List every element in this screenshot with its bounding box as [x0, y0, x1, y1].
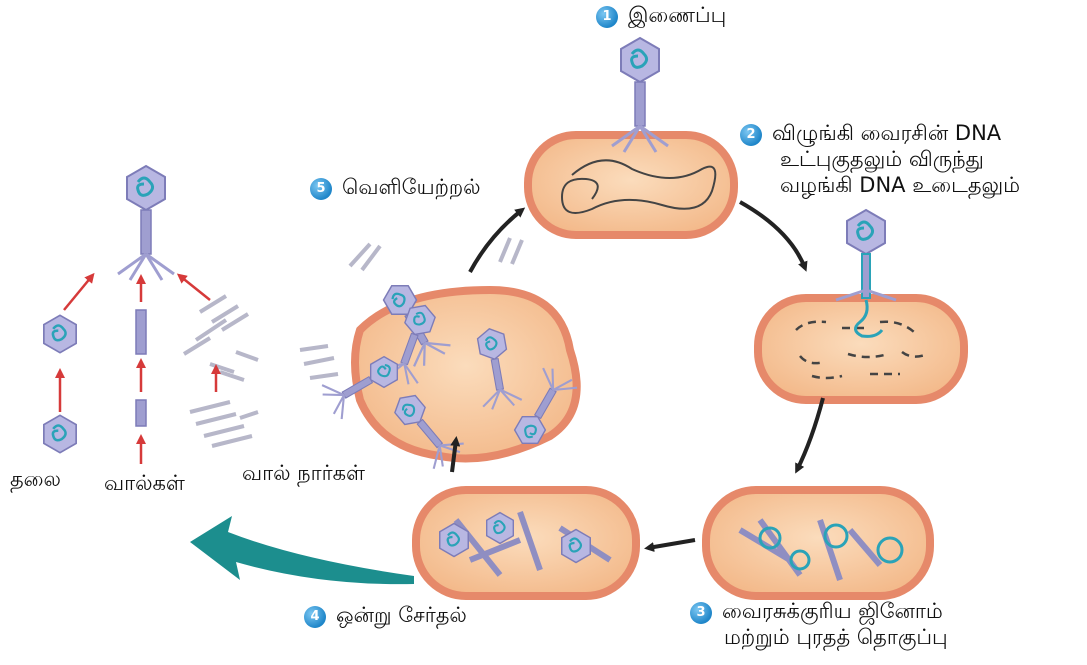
step-2-badge: 2 [740, 124, 762, 146]
step-3-label: 3 வைரசுக்குரிய ஜினோம் மற்றும் புரதத் தொகு… [690, 598, 948, 650]
step-1-label: 1 இணைப்பு [596, 2, 726, 28]
step-2-label: 2 விழுங்கி வைரசின் DNA உட்புகுதலும் விருந… [740, 120, 1020, 198]
step-5-label: 5 வெளியேற்றல் [310, 174, 481, 200]
assembled-phage [118, 166, 174, 280]
step-5-text: வெளியேற்றல் [342, 175, 481, 199]
tails-label: வால்கள் [104, 470, 185, 496]
phage-injecting [836, 210, 896, 300]
step-4-badge: 4 [304, 606, 326, 628]
step-5-badge: 5 [310, 178, 332, 200]
big-release-arrow [190, 516, 414, 584]
cell-release [300, 238, 579, 472]
cell-synthesis [706, 490, 930, 596]
step-1-text: இணைப்பு [628, 3, 726, 27]
step-2-line-1: விழுங்கி வைரசின் DNA [772, 121, 1001, 145]
part-arrows [60, 276, 216, 464]
step-1-badge: 1 [596, 6, 618, 28]
step-4-text: ஒன்று சேர்தல் [336, 603, 467, 627]
step-4-label: 4 ஒன்று சேர்தல் [304, 602, 467, 628]
step-2-line-3: வழங்கி DNA உடைதலும் [740, 172, 1020, 198]
step-3-line-1: வைரசுக்குரிய ஜினோம் [722, 599, 943, 623]
cell-injection [758, 298, 964, 400]
step-3-line-2: மற்றும் புரதத் தொகுப்பு [690, 624, 948, 650]
cell-assembly [416, 490, 636, 596]
tail-fibers-label: வால் நார்கள் [242, 460, 365, 486]
step-3-badge: 3 [690, 602, 712, 624]
head-label: தலை [10, 466, 61, 492]
tail-fiber-parts [184, 296, 258, 446]
step-2-line-2: உட்புகுதலும் விருந்து [740, 146, 1020, 172]
cell-attachment [528, 135, 734, 235]
